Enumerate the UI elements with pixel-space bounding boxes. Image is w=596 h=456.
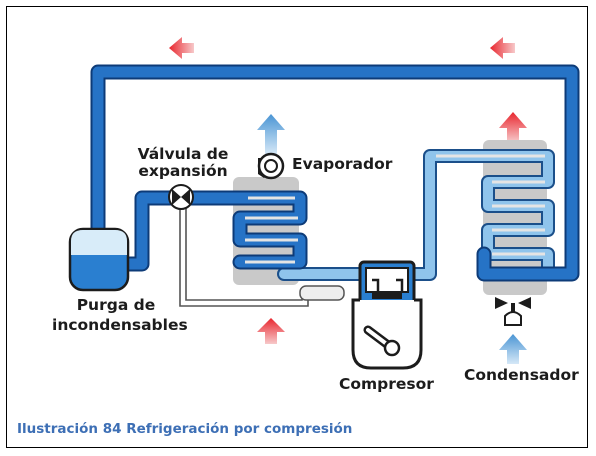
evaporator-coil [245,196,298,264]
evaporator-fan-icon [257,152,285,180]
expansion-valve-label: Válvula de expansión [137,145,229,180]
condenser-label: Condensador [464,366,579,384]
condenser-fan-icon [495,297,531,326]
cool-air-arrow-evaporator-out [257,114,285,154]
cool-air-arrow-condenser-in [499,334,527,364]
warm-air-arrow-condenser-out [499,112,527,142]
compressor-label: Compresor [339,375,434,393]
sensing-bulb [299,285,345,301]
warm-air-arrow-evaporator-in [257,318,285,344]
compressor-icon [351,260,423,370]
purge-label: Purga de incondensables [52,296,188,334]
evaporator-label: Evaporador [292,155,393,173]
expansion-valve-icon [168,184,194,210]
heat-arrow-right-top [490,37,515,59]
figure-caption: Ilustración 84 Refrigeración por compres… [17,421,353,437]
purge-tank-icon [68,227,130,292]
heat-arrow-left-top [169,37,194,59]
condenser-coil [436,154,545,256]
